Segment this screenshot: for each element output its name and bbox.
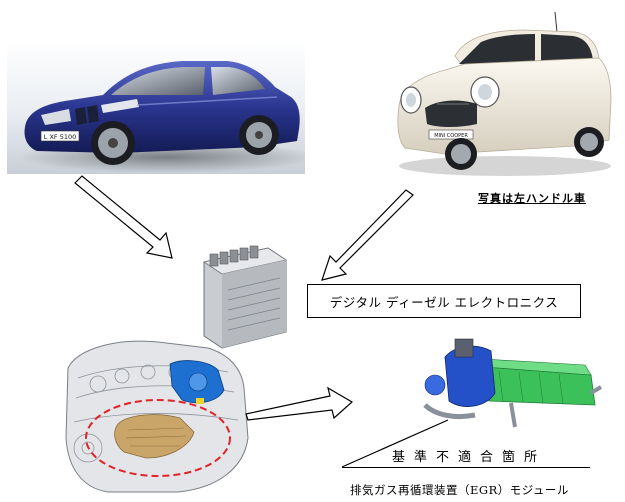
mini-hatch-photo: MINI COOPER [385,8,617,180]
diesel-engine-icon [65,340,249,493]
mini-plate-text: MINI COOPER [434,133,468,139]
bmw-plate-text: L XF 5100 [44,133,77,141]
engine-illustration [58,328,264,498]
hollow-arrow-icon [74,175,173,259]
dashed-ellipse-icon [85,399,231,477]
ecu-label-text: デジタル ディーゼル エレクトロニクス [329,294,559,310]
nonconformity-underline [342,467,590,468]
hollow-arrow-icon [321,189,414,281]
egr-module-caption: 排気ガス再循環装置（EGR）モジュール [350,483,569,497]
ecu-label-box: デジタル ディーゼル エレクトロニクス [307,284,581,318]
ecu-unit [196,240,292,352]
caption-left-hand-drive: 写真は左ハンドル車 [478,192,586,205]
egr-module-image [415,335,605,435]
nonconformity-label: 基準不適合箇所 [392,450,547,465]
bmw-car-icon: L XF 5100 [17,61,305,173]
egr-module-icon [423,338,603,428]
ecu-unit-icon [202,245,288,349]
bmw-sedan-photo: L XF 5100 [7,39,305,174]
mini-car-icon: MINI COOPER [397,11,612,176]
